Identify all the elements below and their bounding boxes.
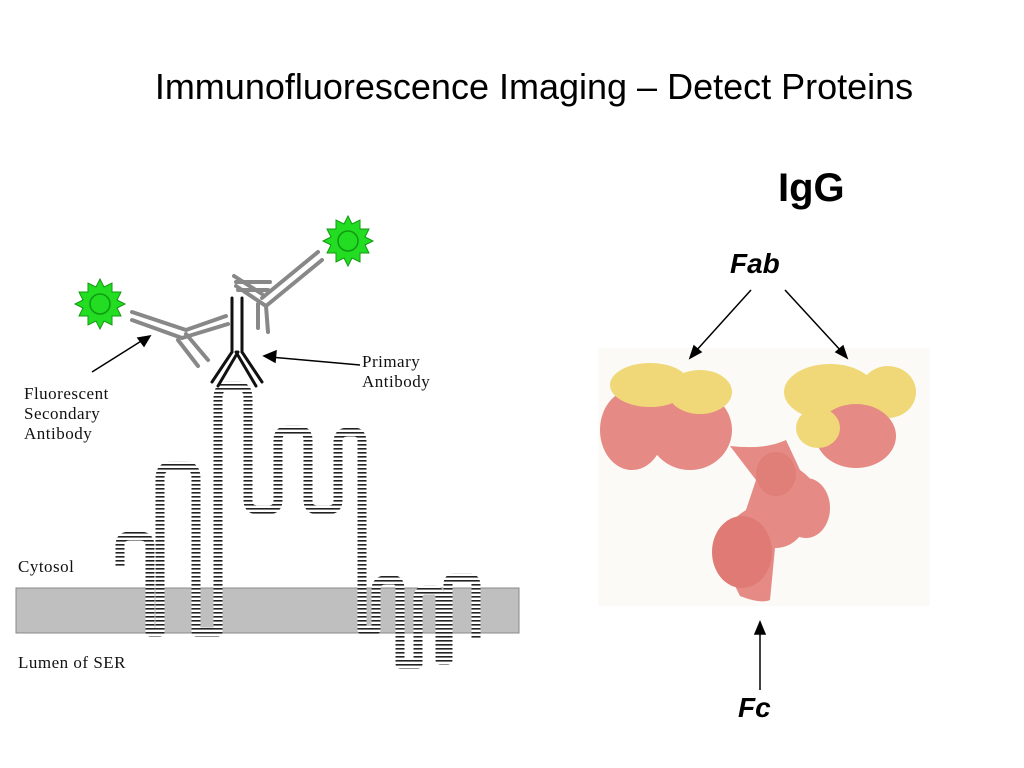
transmembrane-protein	[115, 381, 481, 669]
cytosol-label: Cytosol	[18, 557, 75, 576]
primary-antibody	[210, 296, 264, 388]
fluorophore-left	[73, 277, 127, 331]
er-membrane	[15, 587, 520, 634]
igg-heading: IgG	[778, 166, 845, 210]
lumen-label: Lumen of SER	[18, 653, 126, 672]
fc-label: Fc	[738, 692, 771, 723]
fab-label: Fab	[730, 248, 780, 279]
secondary-antibody	[130, 250, 324, 368]
slide-title: Immunofluorescence Imaging – Detect Prot…	[154, 66, 914, 107]
secondary-antibody-label: Fluorescent Secondary Antibody	[24, 384, 109, 443]
igg-arrows	[688, 289, 849, 690]
fluorophore-right	[321, 214, 375, 268]
primary-antibody-label: Primary Antibody	[362, 352, 431, 391]
pointer-arrows	[91, 334, 361, 373]
igg-molecule	[598, 348, 930, 606]
